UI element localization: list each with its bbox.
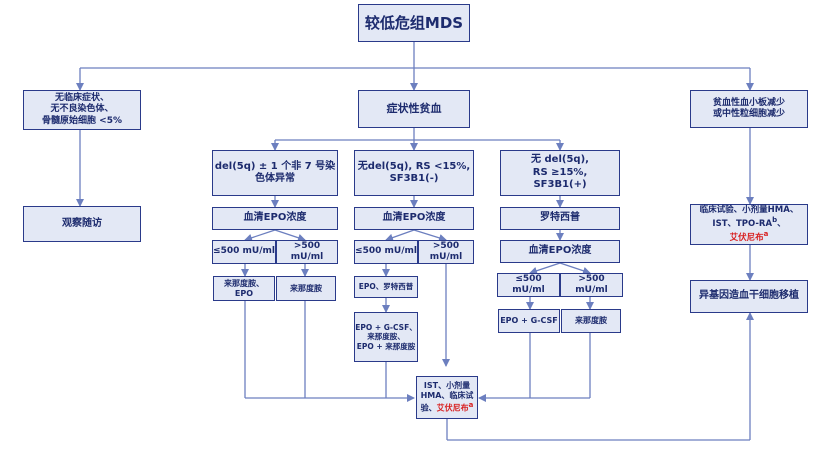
symptomatic-anemia-box: 症状性贫血 bbox=[358, 90, 470, 128]
col1-high-treatment-box: 来那度胺 bbox=[276, 276, 336, 301]
col2-low-first-line-box: EPO、罗特西普 bbox=[354, 276, 418, 298]
converge-line1: IST、小剂量 bbox=[423, 380, 471, 390]
col1-epo-low-text: ≤500 mU/ml bbox=[213, 246, 275, 257]
asymptomatic-condition-text: 无临床症状、 无不良染色体、 骨髓原始细胞 <5% bbox=[42, 93, 122, 126]
right-tx-line2-prefix: IST、TPO-RA bbox=[712, 218, 773, 229]
asymptomatic-condition-box: 无临床症状、 无不良染色体、 骨髓原始细胞 <5% bbox=[23, 90, 141, 130]
del5q-condition-text: del(5q) ± 1 个非 7 号染 色体异常 bbox=[214, 160, 336, 185]
ist-hma-trial-box: IST、小剂量 HMA、临床试 验、艾伏尼布a bbox=[416, 376, 478, 419]
no-del5q-rs-low-condition-box: 无del(5q), RS <15%, SF3B1(-) bbox=[354, 150, 474, 196]
col2-epo-low-box: ≤500 mU/ml bbox=[354, 240, 418, 264]
col2-epo-low-text: ≤500 mU/ml bbox=[355, 246, 417, 257]
col2-low-second-line-text: EPO + G-CSF、 来那度胺、 EPO + 来那度胺 bbox=[355, 322, 417, 351]
cytopenia-condition-box: 贫血性血小板减少 或中性粒细胞减少 bbox=[690, 90, 808, 128]
col3-low-treatment-text: EPO + G-CSF bbox=[500, 316, 558, 325]
cytopenia-condition-text: 贫血性血小板减少 或中性粒细胞减少 bbox=[712, 97, 785, 119]
col1-high-treatment-text: 来那度胺 bbox=[290, 283, 322, 293]
cytopenia-treatment-box: 临床试验、小剂量HMA、 IST、TPO-RAb、 艾伏尼布a bbox=[690, 204, 808, 245]
col3-epo-low-box: ≤500 mU/ml bbox=[497, 273, 560, 297]
right-tx-line1: 临床试验、小剂量HMA、 bbox=[699, 205, 799, 216]
col3-epo-high-box: >500 mU/ml bbox=[560, 273, 623, 297]
col2-epo-test-box: 血清EPO浓度 bbox=[354, 207, 474, 230]
right-tx-footnote-b: b bbox=[772, 216, 778, 225]
col1-epo-high-text: >500 mU/ml bbox=[290, 240, 324, 262]
col1-epo-test-box: 血清EPO浓度 bbox=[212, 207, 338, 230]
right-tx-ivosidenib: 艾伏尼布 bbox=[729, 232, 764, 243]
col3-epo-test-text: 血清EPO浓度 bbox=[528, 245, 592, 257]
del5q-condition-box: del(5q) ± 1 个非 7 号染 色体异常 bbox=[212, 150, 338, 196]
right-tx-footnote-a: a bbox=[763, 230, 769, 239]
title-box: 较低危组MDS bbox=[358, 4, 470, 42]
no-del5q-rs-high-condition-box: 无 del(5q), RS ≥15%, SF3B1(+) bbox=[500, 150, 620, 196]
col3-epo-test-box: 血清EPO浓度 bbox=[500, 240, 620, 263]
luspatercept-text: 罗特西普 bbox=[540, 212, 580, 224]
col2-epo-test-text: 血清EPO浓度 bbox=[382, 212, 446, 224]
col1-low-treatment-box: 来那度胺、 EPO bbox=[213, 276, 275, 301]
col2-epo-high-box: >500 mU/ml bbox=[418, 240, 474, 264]
col3-high-treatment-box: 来那度胺 bbox=[561, 309, 621, 333]
col1-epo-test-text: 血清EPO浓度 bbox=[243, 212, 307, 224]
converge-ivosidenib: 艾伏尼布 bbox=[436, 404, 469, 414]
col3-low-treatment-box: EPO + G-CSF bbox=[498, 309, 560, 333]
converge-line2: HMA、临床试 bbox=[420, 390, 474, 400]
col1-low-treatment-text: 来那度胺、 EPO bbox=[224, 278, 264, 298]
luspatercept-box: 罗特西普 bbox=[500, 207, 620, 230]
transplant-box: 异基因造血干细胞移植 bbox=[690, 280, 808, 313]
col3-epo-high-text: >500 mU/ml bbox=[575, 273, 608, 295]
observation-box: 观察随访 bbox=[23, 206, 141, 242]
col1-epo-low-box: ≤500 mU/ml bbox=[212, 240, 276, 264]
converge-line3-prefix: 验、 bbox=[420, 404, 437, 414]
col2-low-first-line-text: EPO、罗特西普 bbox=[358, 282, 414, 292]
title-text: 较低危组MDS bbox=[364, 13, 464, 32]
col2-epo-high-text: >500 mU/ml bbox=[429, 240, 463, 262]
col1-epo-high-box: >500 mU/ml bbox=[276, 240, 338, 264]
col2-low-second-line-box: EPO + G-CSF、 来那度胺、 EPO + 来那度胺 bbox=[354, 312, 418, 362]
col3-epo-low-text: ≤500 mU/ml bbox=[512, 273, 545, 295]
col3-high-treatment-text: 来那度胺 bbox=[575, 316, 607, 325]
no-del5q-rs-low-condition-text: 无del(5q), RS <15%, SF3B1(-) bbox=[357, 160, 471, 185]
observation-text: 观察随访 bbox=[62, 217, 102, 229]
transplant-text: 异基因造血干细胞移植 bbox=[699, 290, 799, 302]
symptomatic-anemia-text: 症状性贫血 bbox=[386, 102, 442, 116]
right-tx-line2-suffix: 、 bbox=[777, 218, 786, 229]
converge-footnote-a: a bbox=[468, 401, 474, 410]
no-del5q-rs-high-condition-text: 无 del(5q), RS ≥15%, SF3B1(+) bbox=[531, 154, 589, 191]
